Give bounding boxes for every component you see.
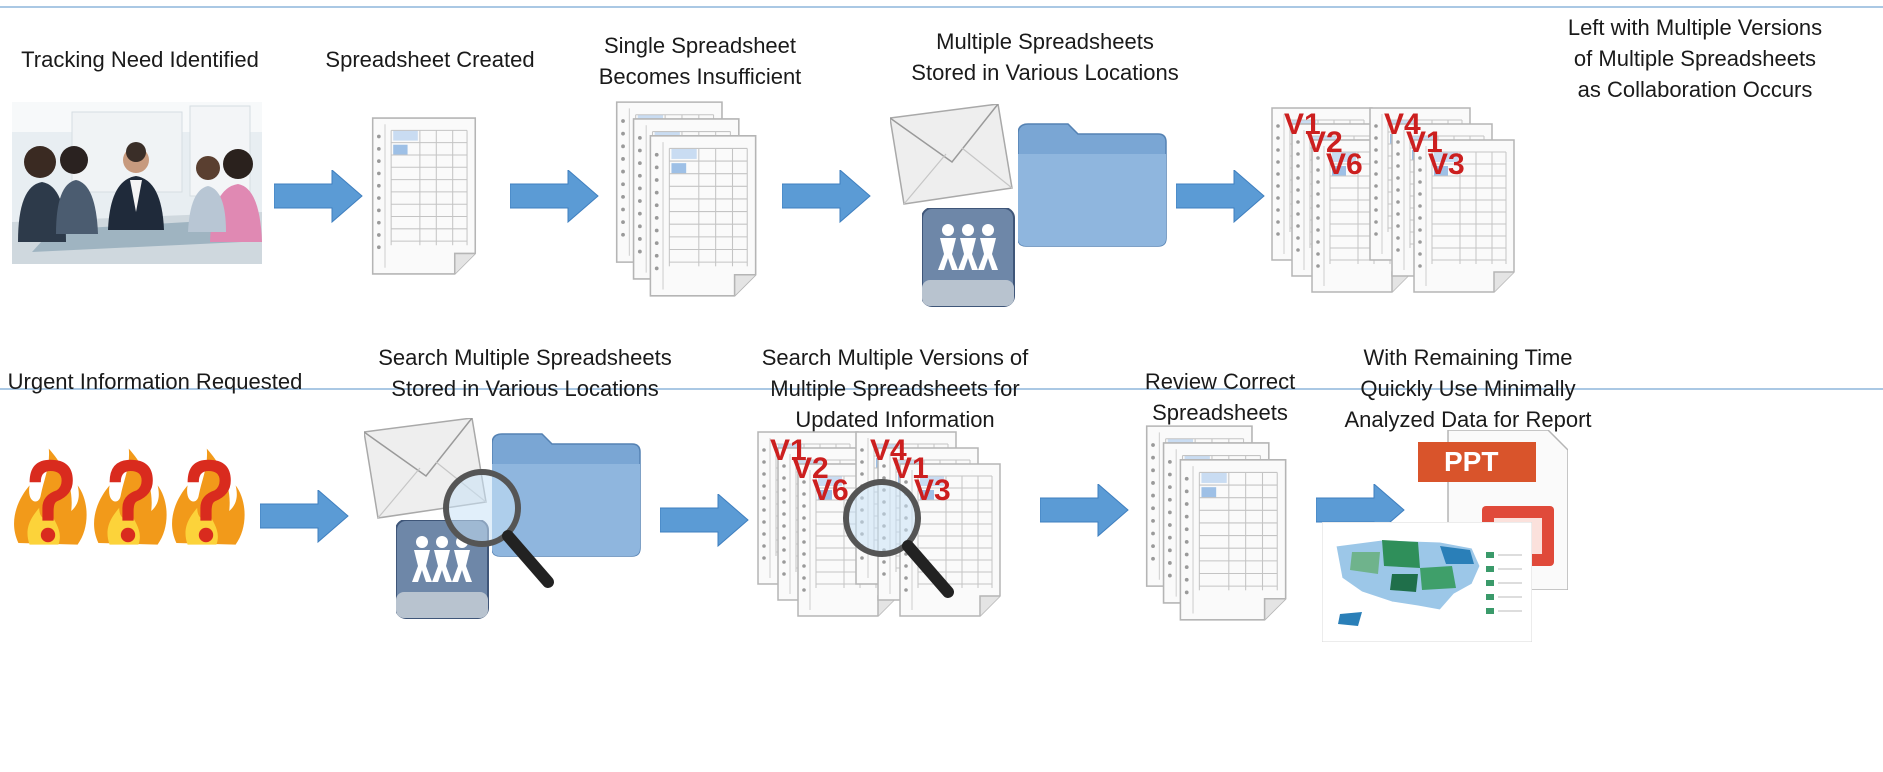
caption-spreadsheet-created: Spreadsheet Created bbox=[325, 47, 535, 72]
version-label: V4 bbox=[1384, 108, 1421, 141]
caption-urgent-request: Urgent Information Requested bbox=[7, 369, 303, 394]
arrow-top-1 bbox=[274, 170, 363, 223]
magnifier-icon bbox=[440, 466, 560, 606]
caption-multiple-versions: Left with Multiple Versions of Multiple … bbox=[1567, 15, 1823, 102]
network-drive-icon bbox=[922, 208, 1015, 307]
version-label: V1 bbox=[1284, 108, 1321, 141]
top-divider bbox=[0, 6, 1883, 8]
flaming-question-mark-icon bbox=[94, 448, 167, 545]
caption-single-insufficient: Single Spreadsheet Becomes Insufficient bbox=[598, 33, 802, 89]
caption-multiple-locations: Multiple Spreadsheets Stored in Various … bbox=[911, 29, 1179, 85]
ppt-label: PPT bbox=[1444, 446, 1499, 477]
version-label: V6 bbox=[1326, 148, 1363, 181]
version-label: V1 bbox=[770, 434, 807, 467]
arrow-bottom-3 bbox=[1040, 484, 1129, 537]
version-label: V6 bbox=[812, 474, 849, 507]
flaming-question-mark-icon bbox=[172, 448, 245, 545]
version-label: V2 bbox=[792, 452, 829, 485]
spreadsheet-icon bbox=[371, 117, 477, 275]
middle-divider bbox=[0, 388, 1883, 390]
version-label: V3 bbox=[1428, 148, 1465, 181]
arrow-top-2 bbox=[510, 170, 599, 223]
version-label: V3 bbox=[914, 474, 951, 507]
spreadsheet-stack-icon bbox=[615, 101, 757, 297]
flaming-question-mark-icon bbox=[14, 448, 87, 545]
version-label: V2 bbox=[1306, 126, 1343, 159]
spreadsheet-stack-icon bbox=[1145, 425, 1287, 621]
version-label: V1 bbox=[1406, 126, 1443, 159]
meeting-photo bbox=[12, 102, 262, 264]
arrow-bottom-1 bbox=[260, 490, 349, 543]
arrow-top-3 bbox=[782, 170, 871, 223]
folder-icon bbox=[1018, 123, 1167, 247]
arrow-bottom-2 bbox=[660, 494, 749, 547]
caption-search-locations: Search Multiple Spreadsheets Stored in V… bbox=[378, 345, 672, 401]
caption-search-versions: Search Multiple Versions of Multiple Spr… bbox=[761, 345, 1029, 432]
arrow-top-4 bbox=[1176, 170, 1265, 223]
version-label: V1 bbox=[892, 452, 929, 485]
caption-review-correct: Review Correct Spreadsheets bbox=[1144, 369, 1296, 425]
caption-remaining-time: With Remaining Time Quickly Use Minimall… bbox=[1344, 345, 1592, 432]
magnifier-icon bbox=[840, 476, 960, 616]
version-label: V4 bbox=[870, 434, 907, 467]
caption-tracking-need: Tracking Need Identified bbox=[21, 47, 259, 72]
us-map-report-icon bbox=[1322, 522, 1532, 642]
envelope-icon bbox=[890, 104, 1013, 205]
